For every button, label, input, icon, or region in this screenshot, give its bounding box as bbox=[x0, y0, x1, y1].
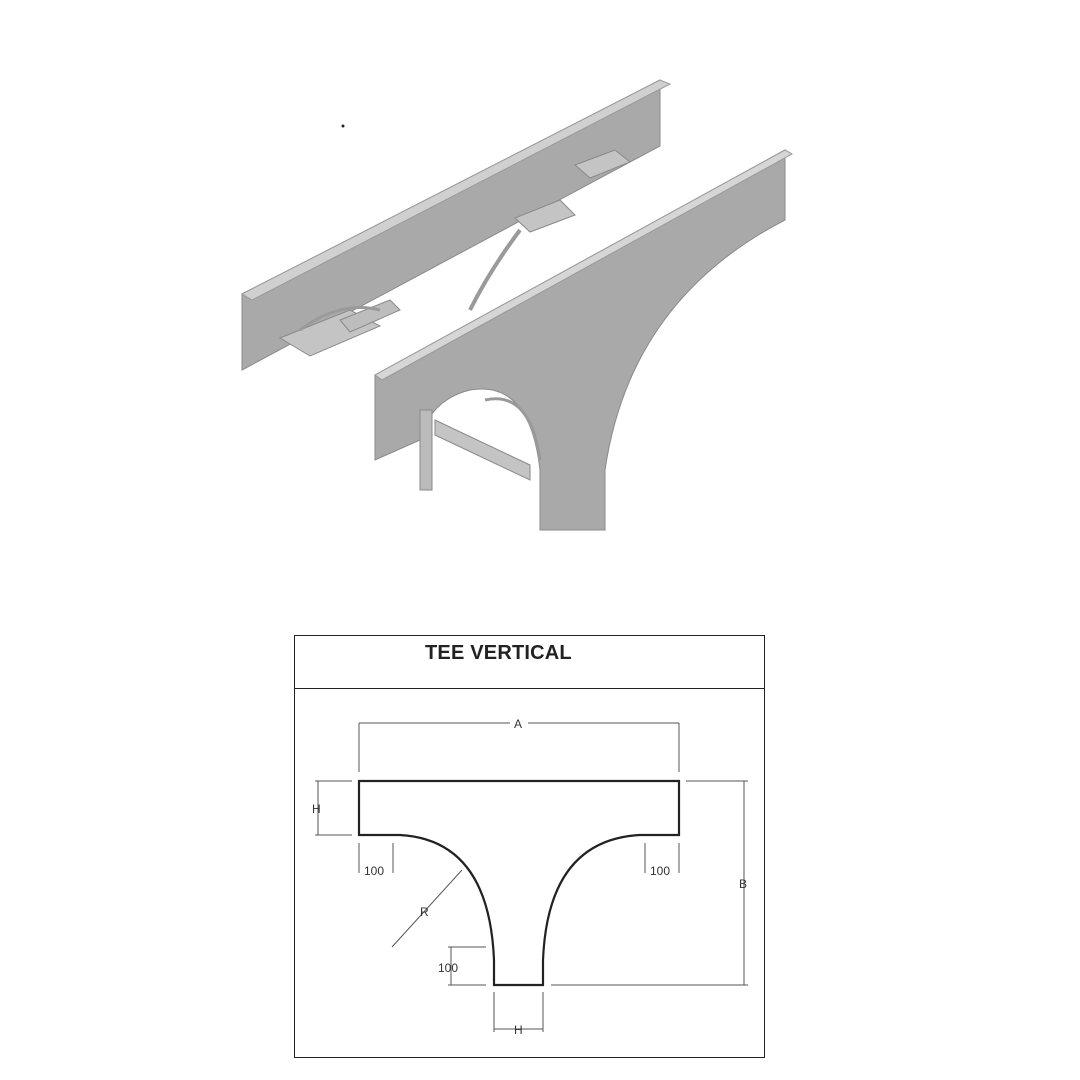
spec-title: TEE VERTICAL bbox=[425, 642, 572, 664]
spec-title-bar: TEE VERTICAL bbox=[295, 636, 764, 689]
spec-sheet-frame: TEE VERTICAL bbox=[294, 635, 765, 1058]
isometric-tee-illustration bbox=[240, 79, 794, 531]
